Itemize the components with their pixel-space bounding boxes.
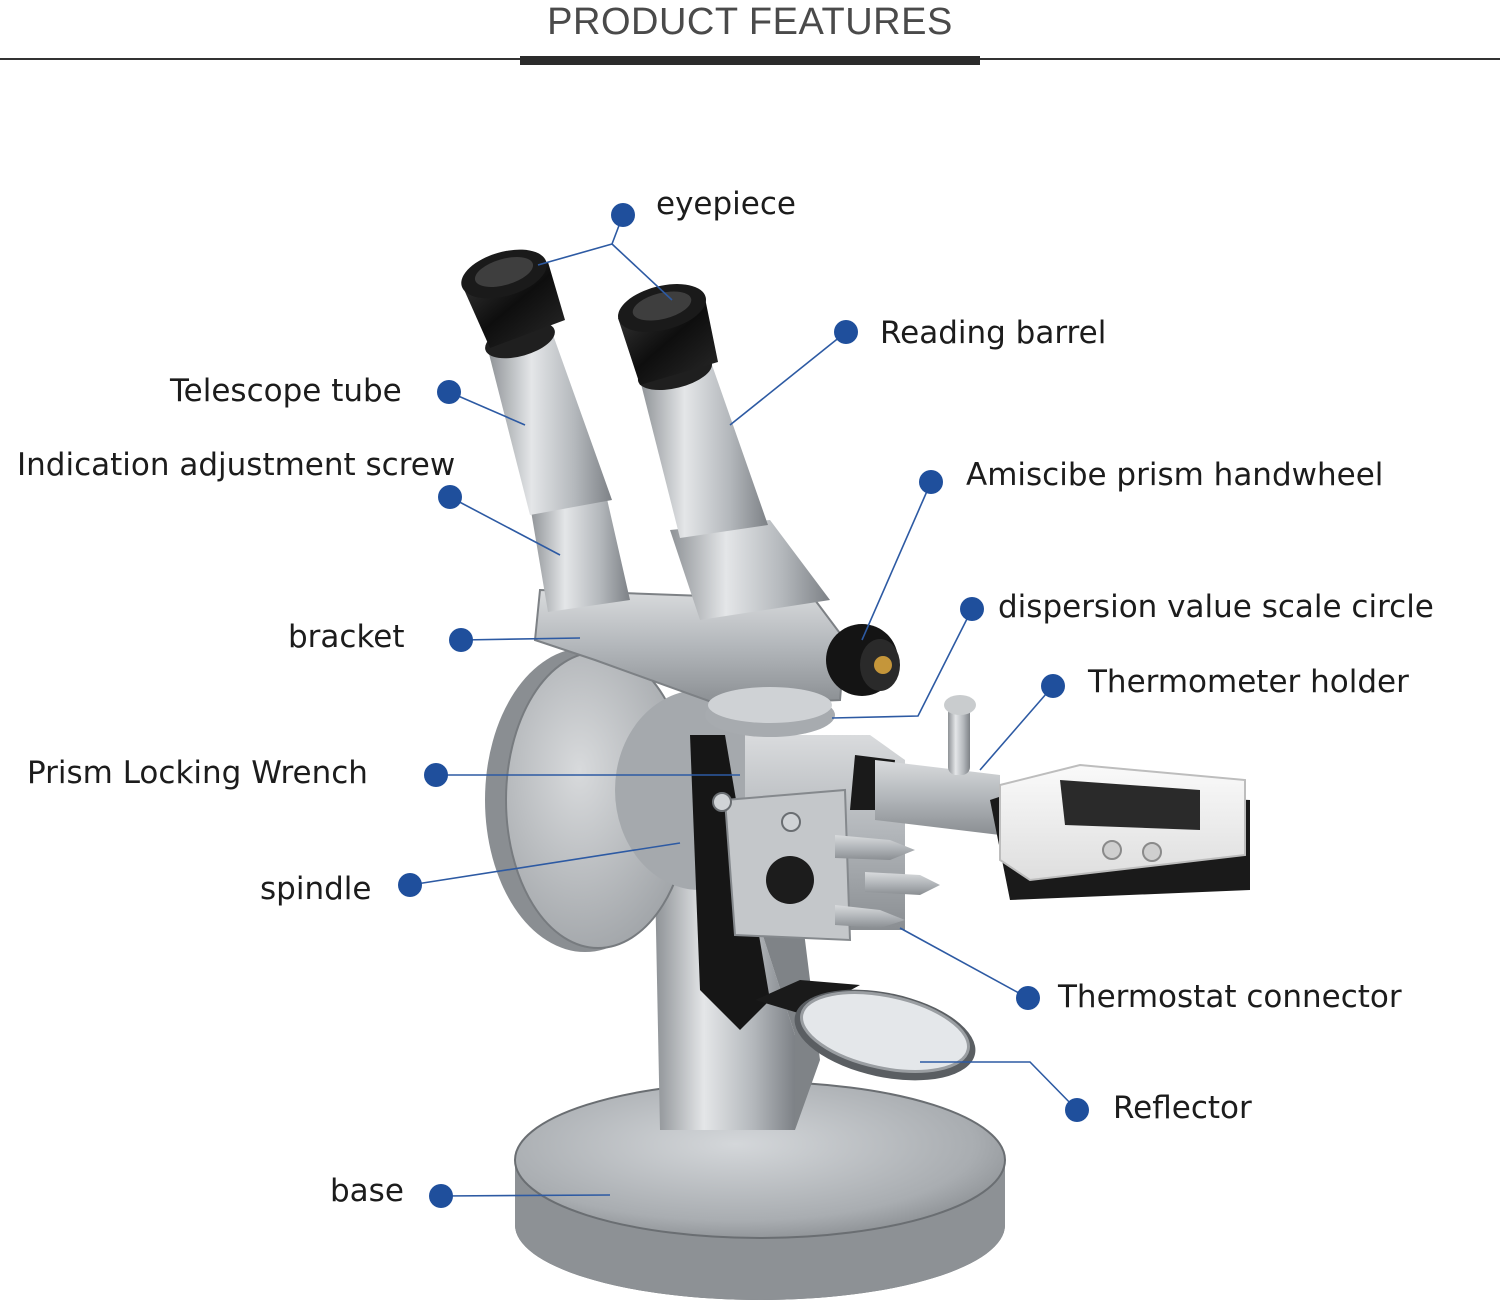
reflector-part	[755, 980, 976, 1081]
marker-dot	[834, 320, 858, 344]
reading-barrel-part	[618, 284, 830, 620]
callout-2	[437, 380, 526, 426]
marker-dot	[1041, 674, 1065, 698]
callout-label: Indication adjustment screw	[17, 447, 456, 483]
leader-line	[409, 842, 681, 886]
marker-dot	[919, 470, 943, 494]
callout-7	[979, 674, 1065, 771]
callout-label: Reflector	[1113, 1090, 1252, 1126]
leader-line	[920, 1061, 1078, 1111]
callout-11	[920, 1061, 1089, 1122]
callout-8	[424, 763, 740, 787]
callout-0	[537, 203, 673, 301]
leader-line	[448, 391, 526, 426]
callout-label: dispersion value scale circle	[998, 589, 1434, 625]
marker-dot	[1065, 1098, 1089, 1122]
bracket-part	[533, 588, 847, 737]
callout-label: Thermometer holder	[1088, 664, 1409, 700]
leader-line	[729, 331, 847, 426]
telescope-tube-part	[461, 249, 630, 612]
callout-label: Amiscibe prism handwheel	[966, 457, 1384, 493]
marker-dot	[1016, 986, 1040, 1010]
marker-dot	[449, 628, 473, 652]
leader-line	[460, 637, 581, 641]
callout-6	[449, 628, 581, 652]
callout-3	[438, 485, 561, 556]
marker-dot	[424, 763, 448, 787]
callout-label: Telescope tube	[170, 373, 402, 409]
callout-9	[398, 842, 681, 897]
callout-label: base	[330, 1173, 404, 1209]
header-underline	[520, 56, 980, 65]
callout-12	[429, 1184, 611, 1208]
callout-10	[899, 927, 1040, 1010]
callout-label: Reading barrel	[880, 315, 1107, 351]
handwheel-part	[826, 624, 900, 696]
marker-dot	[438, 485, 462, 509]
leader-line	[861, 481, 932, 641]
callout-label: Prism Locking Wrench	[27, 755, 368, 791]
leader-line	[831, 608, 973, 719]
leader-line	[440, 1194, 611, 1197]
callout-5	[831, 597, 984, 719]
prism-body-part	[615, 690, 940, 1030]
callout-label: eyepiece	[656, 186, 796, 222]
callout-label: Thermostat connector	[1058, 979, 1402, 1015]
marker-dot	[429, 1184, 453, 1208]
leader-line	[449, 496, 561, 556]
thermometer-holder-part	[875, 695, 1250, 900]
leader-line	[537, 243, 613, 266]
callout-1	[729, 320, 858, 426]
callout-4	[861, 470, 943, 641]
leader-line	[979, 685, 1054, 771]
leader-line	[899, 927, 1029, 999]
base-part	[514, 1081, 1006, 1300]
marker-dot	[398, 873, 422, 897]
callout-label: bracket	[288, 619, 405, 655]
callout-label: spindle	[260, 871, 372, 907]
page-title: PRODUCT FEATURES	[547, 1, 953, 43]
marker-dot	[960, 597, 984, 621]
marker-dot	[611, 203, 635, 227]
marker-dot	[437, 380, 461, 404]
leader-line	[611, 243, 673, 301]
